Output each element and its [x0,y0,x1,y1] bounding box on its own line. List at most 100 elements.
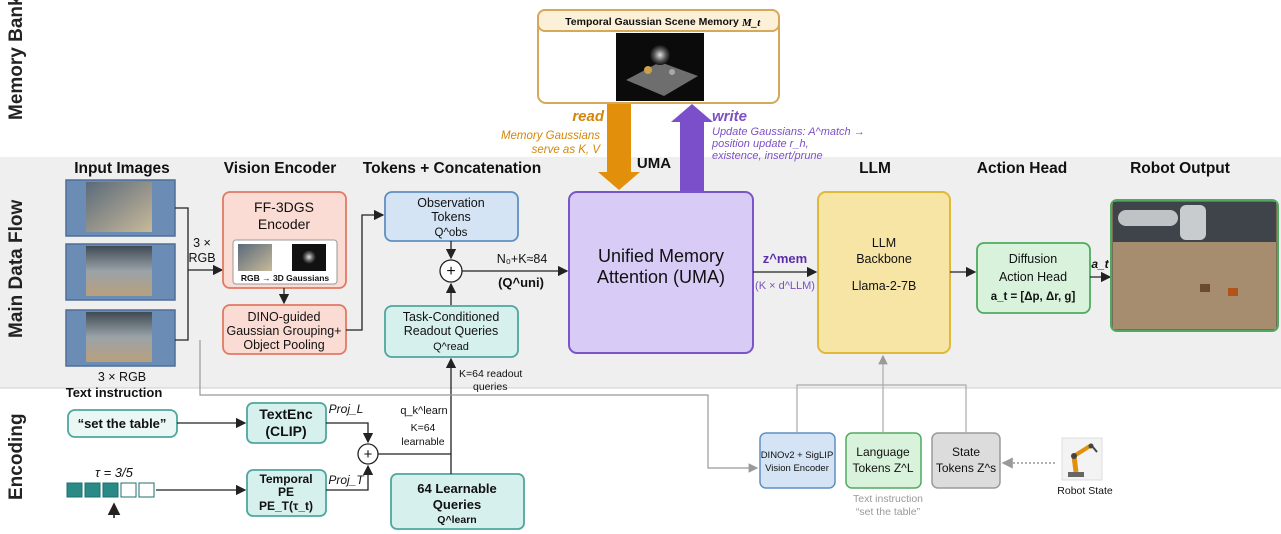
dino-gaussian-grouping-box: DINO-guided Gaussian Grouping+ Object Po… [222,304,347,355]
qk-learn-label: q_k^learn [400,405,447,417]
readout-count-line1: K=64 readout [459,368,522,380]
dinov2-line1: DINOv2 + SigLIP [761,450,834,461]
input-image-3 [65,309,176,367]
observation-tokens-line2: Tokens [431,210,471,224]
readout-line1: Task-Conditioned [403,310,500,324]
readout-queries-box: Task-Conditioned Readout Queries Q^read [384,305,519,358]
write-desc-line2: position update r_h, [711,138,809,150]
rgb-count-line1: 3 × [193,236,211,250]
language-tokens-box: Language Tokens Z^L [845,432,922,489]
temporal-pe-box: Temporal PE PE_T(τ_t) [246,469,327,517]
read-label: read [572,108,605,125]
memory-bank-title: Temporal Gaussian Scene Memory [565,16,739,28]
robot-state-label: Robot State [1057,485,1113,497]
memory-bank-box: Temporal Gaussian Scene Memory M_t [537,9,780,104]
observation-tokens-symbol: Q^obs [435,227,468,239]
textenc-clip-box: TextEnc (CLIP) [246,402,327,444]
action-head-line2: Action Head [999,270,1067,284]
diffusion-action-head-box: Diffusion Action Head a_t = [Δp, Δr, g] [976,242,1091,314]
temporal-pe-line1: Temporal [259,472,312,486]
header-vision-encoder: Vision Encoder [224,160,337,177]
encoding-plus-sign: + [364,446,373,463]
robot-arm-icon [1061,437,1103,481]
language-tokens-line1: Language [856,445,910,459]
write-desc-line3: existence, insert/prune [712,150,823,162]
learnable-queries-box: 64 Learnable Queries Q^learn [390,473,525,530]
base-instruction-line1: Text instruction [853,493,923,505]
read-desc-line2: serve as K, V [532,144,602,156]
state-tokens-line2: Tokens Z^s [936,461,996,475]
robot-output-image [1110,199,1279,332]
readout-symbol: Q^read [433,341,469,353]
dinov2-siglip-box: DINOv2 + SigLIP Vision Encoder [759,432,836,489]
rgb-count-line2: RGB [188,251,215,265]
text-instruction-value: “set the table” [78,416,167,431]
uma-box: Unified Memory Attention (UMA) [568,191,754,354]
base-instruction-line2: “set the table” [856,506,921,518]
read-desc-line1: Memory Gaussians [501,130,600,142]
temporal-pe-line2: PE [278,485,294,499]
observation-tokens-box: Observation Tokens Q^obs [384,191,519,242]
proj-l-label: Proj_L [329,402,364,416]
write-arrow [671,104,713,192]
write-desc-line1: Update Gaussians: A^match → [712,126,865,138]
learnable-line1: 64 Learnable [417,481,497,496]
language-tokens-line2: Tokens Z^L [853,461,914,475]
dinov2-line2: Vision Encoder [765,463,829,474]
ff-3dgs-encoder-box: FF-3DGS Encoder RGB → 3D Gaussians [222,191,347,289]
uma-title-line1: Unified Memory [598,246,724,266]
llm-backbone-box: LLM Backbone Llama-2-7B [817,191,951,354]
learnable-line2: Queries [433,497,481,512]
text-instruction-box: “set the table” [67,409,178,438]
concat-plus-sign: + [446,263,455,280]
proj-t-label: Proj_T [328,473,365,487]
header-llm: LLM [859,160,891,177]
encoder-inset-caption: RGB → 3D Gaussians [241,273,330,283]
llm-model: Llama-2-7B [852,279,917,293]
learnable-symbol: Q^learn [437,514,476,526]
band-label-encoding: Encoding [6,413,27,500]
uma-label: UMA [637,155,671,172]
observation-tokens-line1: Observation [417,196,484,210]
readout-line2: Readout Queries [404,324,499,338]
text-instruction-header: Text instruction [66,385,163,400]
write-label: write [712,108,747,125]
encoder-title-line2: Encoder [258,216,310,232]
state-tokens-box: State Tokens Z^s [931,432,1001,489]
grouping-line2: Gaussian Grouping+ [226,324,341,338]
k64-line1: K=64 [411,422,436,434]
action-head-formula: a_t = [Δp, Δr, g] [991,291,1076,303]
action-output-label: a_t [1091,257,1109,271]
uma-title-line2: Attention (UMA) [597,267,725,287]
input-image-2 [65,243,176,301]
input-image-1 [65,179,176,237]
tau-progress-bar [66,482,155,498]
band-label-main-data-flow: Main Data Flow [6,199,27,338]
tau-label: τ = 3/5 [95,465,134,480]
z-mem-dim: (K × d^LLM) [755,280,815,292]
grouping-line3: Object Pooling [243,338,324,352]
readout-count-line2: queries [473,381,507,393]
band-label-memory-bank: Memory Bank [6,0,27,120]
temporal-pe-line3: PE_T(τ_t) [259,499,313,513]
action-head-line1: Diffusion [1009,252,1057,266]
encoder-title-line1: FF-3DGS [254,199,314,215]
header-input-images: Input Images [74,160,170,177]
state-tokens-line1: State [952,445,980,459]
header-robot-output: Robot Output [1130,160,1230,177]
k64-line2: learnable [401,436,444,448]
llm-line2: Backbone [856,252,912,266]
grouping-line1: DINO-guided [248,310,321,324]
z-mem-label: z^mem [763,251,807,266]
input-3x-rgb: 3 × RGB [98,370,146,384]
memory-bank-symbol: M_t [741,17,761,29]
llm-line1: LLM [872,236,896,250]
read-arrow [598,104,640,190]
token-count-label: N₀+K≈84 [497,252,548,266]
q-uni-label: (Q^uni) [498,275,544,290]
header-action-head: Action Head [977,160,1067,177]
header-tokens-concatenation: Tokens + Concatenation [363,160,541,177]
textenc-line1: TextEnc [259,406,313,422]
